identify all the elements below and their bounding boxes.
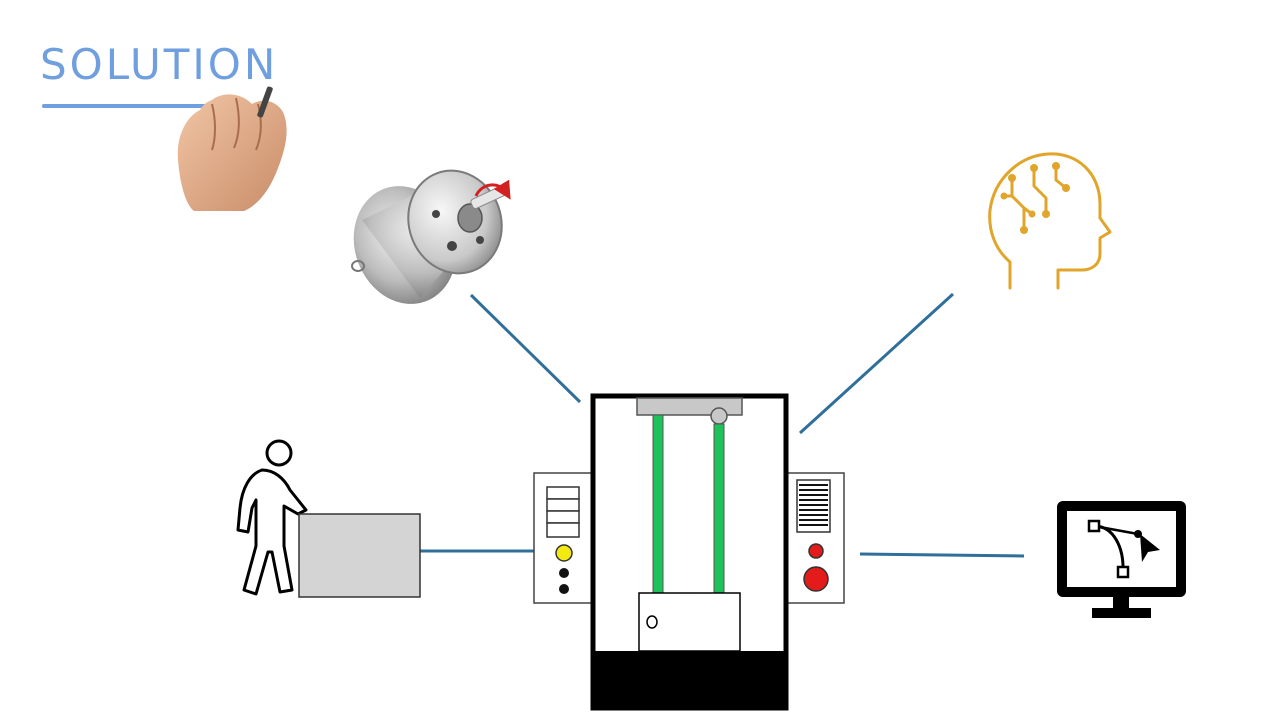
- connector-brain: [798, 292, 955, 435]
- ai-brain-head-icon: [988, 152, 1112, 290]
- press-machine-icon: [533, 393, 845, 711]
- slide-title: SOLUTION: [40, 40, 279, 89]
- package-box: [298, 513, 421, 598]
- connectors: [408, 292, 1025, 558]
- black-button-1: [559, 568, 569, 578]
- left-rail: [652, 414, 664, 596]
- red-button-large: [803, 566, 829, 592]
- left-panel-slots: [546, 486, 580, 538]
- lower-block-hole: [646, 615, 658, 629]
- dc-motor-icon: [351, 169, 511, 304]
- connector-motor: [469, 293, 582, 404]
- black-button-2: [559, 584, 569, 594]
- vent-lines: [799, 484, 828, 526]
- writing-hand-icon: [177, 86, 287, 211]
- connector-monitor: [859, 552, 1025, 558]
- right-rail: [713, 423, 725, 596]
- yellow-button: [555, 544, 573, 562]
- worker-pushing-box-icon: [236, 439, 421, 598]
- title-underline: [42, 104, 276, 108]
- crossbar-pivot: [710, 407, 728, 425]
- machine-base: [591, 651, 788, 709]
- monitor-bezier-curve-icon: [1057, 501, 1186, 618]
- red-button-small: [808, 543, 824, 559]
